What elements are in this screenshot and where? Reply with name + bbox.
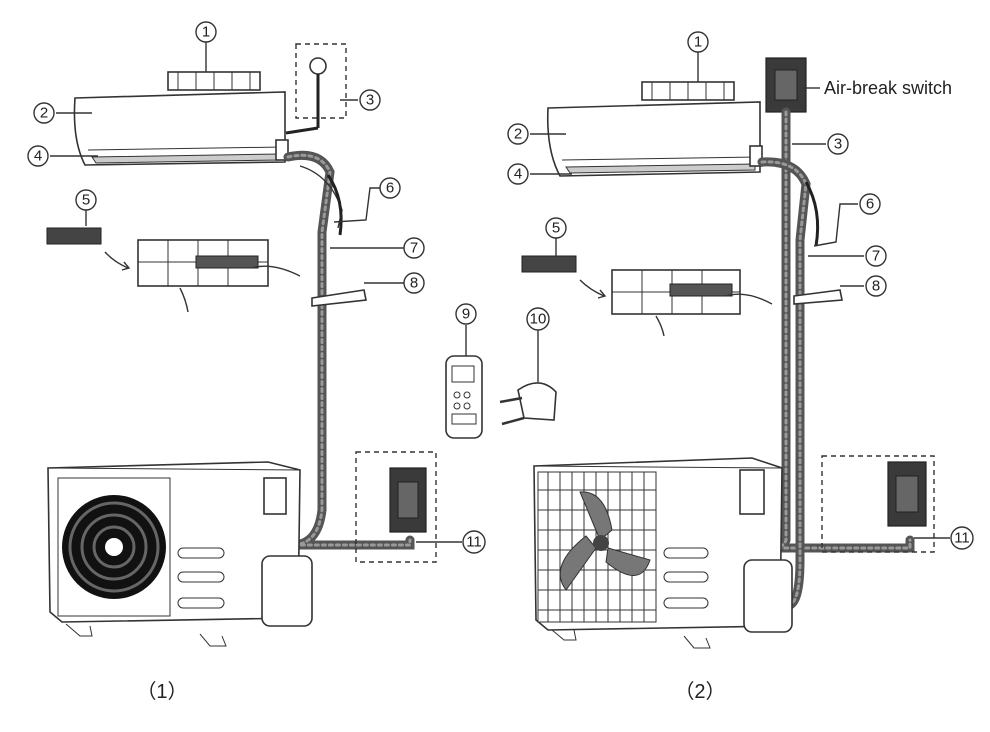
mounting-plate xyxy=(167,71,261,91)
svg-text:3: 3 xyxy=(834,136,842,153)
mounting-plate-2 xyxy=(641,81,735,101)
svg-text:3: 3 xyxy=(366,92,374,109)
callout-9: 9 xyxy=(455,303,477,325)
switch-box-1 xyxy=(355,451,437,563)
indoor-unit-2 xyxy=(546,101,763,177)
air-break-switch: Air-break switch xyxy=(765,57,952,113)
outdoor-unit-2 xyxy=(533,457,793,649)
air-filter xyxy=(46,227,301,313)
caption-figure-2: （2） xyxy=(674,680,725,703)
callout-11-right: 11 xyxy=(950,526,974,550)
svg-text:6: 6 xyxy=(866,196,874,213)
piping-2 xyxy=(757,107,915,610)
caption-figure-1: （1） xyxy=(136,680,187,703)
svg-text:8: 8 xyxy=(410,275,418,292)
callout-6-left: 6 xyxy=(379,177,401,199)
callout-6-right: 6 xyxy=(859,193,881,215)
svg-text:8: 8 xyxy=(872,278,880,295)
leaders-1 xyxy=(50,42,539,543)
svg-text:4: 4 xyxy=(34,148,42,165)
callout-1-left: 1 xyxy=(195,21,217,43)
svg-text:11: 11 xyxy=(466,534,482,551)
air-break-switch-label: Air-break switch xyxy=(824,78,952,98)
fan-grille-2 xyxy=(538,472,656,622)
figure-2: Air-break switch xyxy=(507,31,974,703)
svg-text:6: 6 xyxy=(386,180,394,197)
svg-text:2: 2 xyxy=(514,126,522,143)
callout-7-right: 7 xyxy=(865,245,887,267)
svg-text:7: 7 xyxy=(872,248,880,265)
svg-text:4: 4 xyxy=(514,166,522,183)
svg-text:10: 10 xyxy=(530,311,547,328)
svg-text:5: 5 xyxy=(82,192,90,209)
remote-holder xyxy=(499,382,557,426)
svg-text:1: 1 xyxy=(202,24,210,41)
switch-box-2 xyxy=(821,455,935,553)
svg-text:1: 1 xyxy=(694,34,702,51)
callout-3-left: 3 xyxy=(359,89,381,111)
svg-text:7: 7 xyxy=(410,240,418,257)
callout-10: 10 xyxy=(526,307,550,331)
circuit-breaker-1 xyxy=(389,467,427,533)
callout-2-left: 2 xyxy=(33,102,55,124)
callout-1-right: 1 xyxy=(687,31,709,53)
svg-text:11: 11 xyxy=(954,530,970,547)
callout-8-left: 8 xyxy=(403,272,425,294)
svg-text:9: 9 xyxy=(462,306,470,323)
callout-7-left: 7 xyxy=(403,237,425,259)
outdoor-unit xyxy=(47,461,313,647)
callout-5-left: 5 xyxy=(75,189,97,211)
air-filter-2 xyxy=(521,255,773,337)
figure-1: 1 2 3 4 5 6 7 8 9 10 11 （1） xyxy=(27,21,557,703)
callout-3-right: 3 xyxy=(827,133,849,155)
callout-11-left: 11 xyxy=(462,530,486,554)
plug-box xyxy=(295,43,347,119)
leaders-2 xyxy=(530,52,950,539)
indoor-unit xyxy=(73,91,289,166)
callout-4-right: 4 xyxy=(507,163,529,185)
remote-control xyxy=(445,355,483,439)
power-plug xyxy=(285,57,327,135)
svg-text:5: 5 xyxy=(552,220,560,237)
callout-2-right: 2 xyxy=(507,123,529,145)
svg-text:2: 2 xyxy=(40,105,48,122)
callout-8-right: 8 xyxy=(865,275,887,297)
callout-4-left: 4 xyxy=(27,145,49,167)
circuit-breaker-2 xyxy=(887,461,927,527)
callout-5-right: 5 xyxy=(545,217,567,239)
